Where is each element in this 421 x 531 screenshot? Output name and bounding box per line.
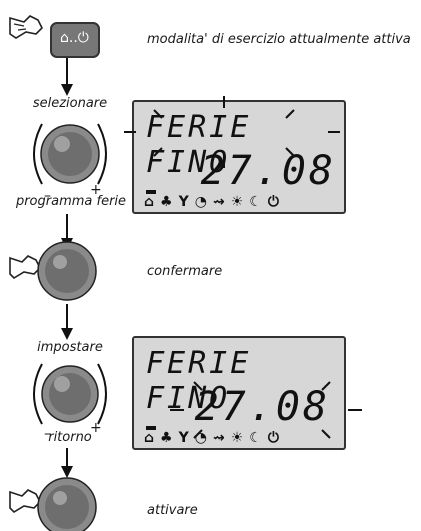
- blink-marks-1: [124, 96, 340, 168]
- party-icon: ♣: [160, 194, 173, 210]
- tap-icon: ⇝: [212, 194, 225, 210]
- rotary-knob-2[interactable]: [20, 356, 120, 432]
- step-confirm-text: confermare: [147, 264, 223, 279]
- mode-indicator-bar: [146, 190, 156, 194]
- mode-button-icon: ⌂..⏻: [60, 30, 89, 46]
- lcd1-line1: FERIE FINO: [146, 110, 252, 180]
- lcd1-line2: 27.08: [200, 148, 336, 194]
- step-mode-active-text: modalita' di esercizio attualmente attiv…: [147, 32, 411, 47]
- knob1-minus: –: [44, 188, 51, 204]
- lcd-display-1: FERIE FINO 27.08 ⌂ ♣ Y ◔ ⇝ ☀ ☾ ⏻: [132, 100, 346, 214]
- activate-knob[interactable]: [36, 476, 98, 531]
- knob2-top-label: impostare: [37, 340, 103, 355]
- knob2-bottom-label: ritorno: [48, 430, 92, 445]
- rotary-knob-1[interactable]: [20, 114, 120, 194]
- glass-icon: Y: [178, 194, 189, 210]
- hand-press-icon-1: [8, 8, 52, 48]
- knob1-bottom-label: programma ferie: [15, 194, 127, 209]
- knob1-plus: +: [90, 182, 102, 198]
- suitcase-icon: ⌂: [144, 194, 155, 210]
- glass-icon: Y: [178, 430, 189, 446]
- arrow-down-icon: [60, 58, 74, 96]
- lcd-display-2: FERIE FINO 27.08 ⌂ ♣ Y ◔ ⇝ ☀ ☾ ⏻: [132, 336, 346, 450]
- step-activate-text: attivare: [147, 503, 198, 518]
- moon-icon: ☾: [249, 194, 262, 210]
- clock-icon: ◔: [194, 194, 207, 210]
- power-icon: ⏻: [267, 430, 279, 446]
- arrow-down-icon: [60, 304, 74, 340]
- mode-symbol-row: ⌂ ♣ Y ◔ ⇝ ☀ ☾ ⏻: [144, 194, 279, 210]
- knob1-top-label: selezionare: [32, 96, 108, 111]
- confirm-knob[interactable]: [36, 240, 98, 302]
- lcd2-line2: 27.08: [194, 384, 330, 430]
- mode-indicator-bar: [146, 426, 156, 430]
- blink-marks-2: [170, 381, 362, 439]
- lcd2-line1: FERIE FINO: [146, 346, 252, 416]
- sun-icon: ☀: [230, 194, 244, 210]
- mode-button[interactable]: ⌂..⏻: [50, 22, 100, 58]
- sun-icon: ☀: [230, 430, 244, 446]
- knob2-minus: –: [44, 426, 51, 442]
- hand-press-icon-3: [8, 482, 48, 522]
- knob2-plus: +: [90, 420, 102, 436]
- tap-icon: ⇝: [212, 430, 225, 446]
- power-icon: ⏻: [267, 194, 279, 210]
- hand-press-icon-2: [8, 248, 48, 288]
- moon-icon: ☾: [249, 430, 262, 446]
- suitcase-icon: ⌂: [144, 430, 155, 446]
- arrow-down-icon: [60, 448, 74, 478]
- party-icon: ♣: [160, 430, 173, 446]
